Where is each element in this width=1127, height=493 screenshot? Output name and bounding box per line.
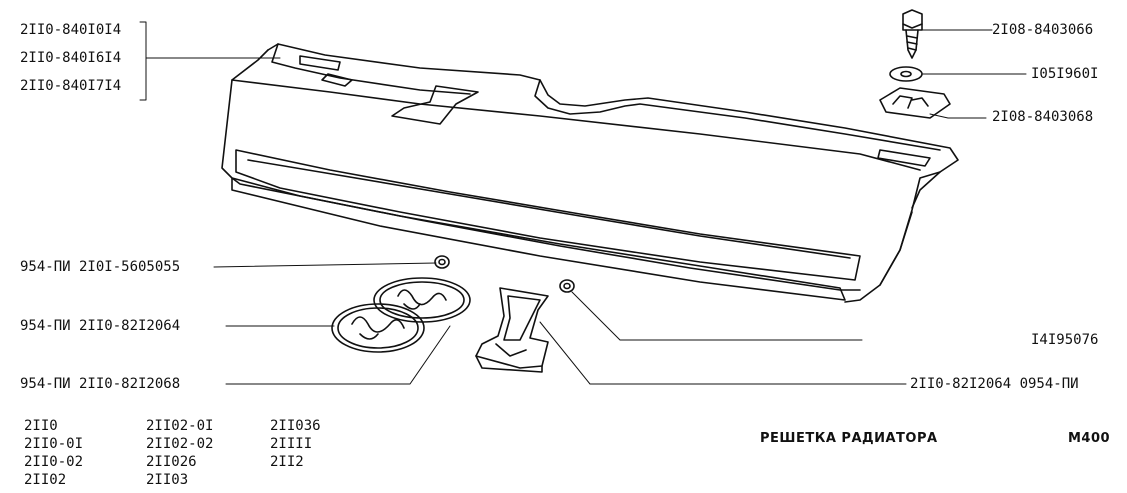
part-label-bolt: 2I08-8403066 bbox=[992, 22, 1094, 38]
part-label-emblem: 954-ПИ 2II0-82I2064 bbox=[20, 318, 181, 334]
radiator-grille bbox=[221, 43, 959, 303]
part-label-nut-right: I4I95076 bbox=[1031, 332, 1099, 348]
model-code: 2II0-0I bbox=[24, 436, 84, 452]
bracket-part bbox=[475, 287, 549, 373]
bolt-part bbox=[902, 9, 923, 59]
part-label-washer: I05I960I bbox=[1031, 66, 1099, 82]
model-code: 2II026 bbox=[146, 454, 197, 470]
emblem-lower-part bbox=[331, 303, 425, 353]
model-code: 2II02-02 bbox=[146, 436, 214, 452]
model-code: 2II2 bbox=[270, 454, 304, 470]
part-label-bracket: 2II0-82I2064 0954-ПИ bbox=[910, 376, 1079, 392]
part-label-emblem-base: 954-ПИ 2II0-82I2068 bbox=[20, 376, 181, 392]
model-code: 2II0 bbox=[24, 418, 58, 434]
part-label-nut-left: 954-ПИ 2I0I-5605055 bbox=[20, 259, 181, 275]
part-label-upper-3: 2II0-840I7I4 bbox=[20, 78, 122, 94]
washer-part bbox=[889, 66, 923, 82]
part-label-upper-1: 2II0-840I0I4 bbox=[20, 22, 122, 38]
diagram-title: РЕШЕТКА РАДИАТОРА bbox=[760, 431, 938, 446]
nut-right-part bbox=[559, 279, 575, 293]
emblem-upper-part bbox=[373, 277, 471, 323]
diagram-code: M400 bbox=[1068, 431, 1111, 446]
model-code: 2II02-0I bbox=[146, 418, 214, 434]
model-code: 2IIII bbox=[270, 436, 313, 452]
model-code: 2II036 bbox=[270, 418, 321, 434]
model-code: 2II02 bbox=[24, 472, 67, 488]
model-code: 2II0-02 bbox=[24, 454, 84, 470]
part-label-clip: 2I08-8403068 bbox=[992, 109, 1094, 125]
part-label-upper-2: 2II0-840I6I4 bbox=[20, 50, 122, 66]
clip-part bbox=[879, 87, 951, 119]
nut-left-part bbox=[434, 255, 450, 269]
model-code: 2II03 bbox=[146, 472, 189, 488]
